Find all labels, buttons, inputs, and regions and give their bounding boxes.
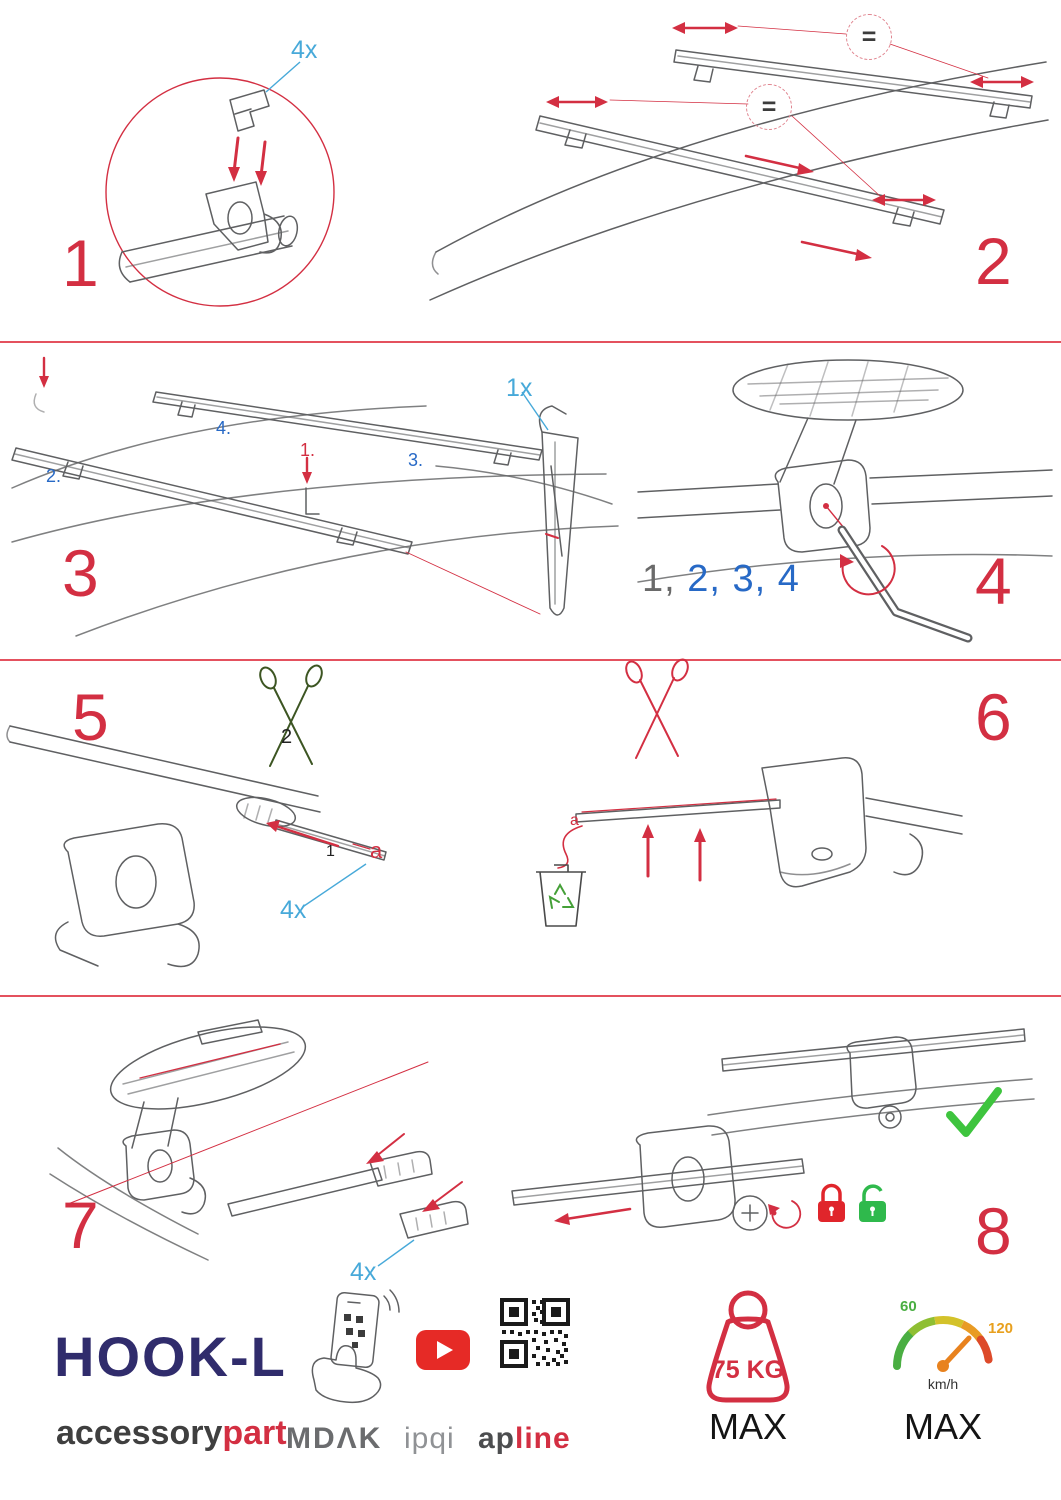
step5-part-label: a bbox=[370, 838, 383, 863]
step5-illustration bbox=[6, 664, 387, 968]
step4-sequence-first: 1, bbox=[642, 558, 676, 600]
step7-quantity-label: 4x bbox=[350, 1258, 377, 1286]
step2-illustration bbox=[429, 22, 1049, 301]
step4-illustration bbox=[637, 359, 1053, 643]
equal-sign: = bbox=[761, 92, 777, 121]
step3-order-label-4: 4. bbox=[216, 418, 232, 438]
check-icon bbox=[946, 1087, 1002, 1137]
section-divider bbox=[0, 341, 1061, 343]
logo-apline-prefix: ap bbox=[478, 1422, 516, 1455]
step3-order-label-1: 1. bbox=[300, 440, 316, 460]
youtube-icon bbox=[416, 1330, 470, 1370]
step3-quantity-label: 1x bbox=[506, 374, 533, 402]
step1-illustration bbox=[105, 61, 335, 307]
product-name: HOOK-L bbox=[54, 1325, 287, 1388]
speed-max-label: MAX bbox=[903, 1406, 982, 1447]
section-divider bbox=[0, 659, 1061, 661]
step6-part-label: a bbox=[570, 812, 579, 829]
step-2-number: 2 bbox=[975, 224, 1012, 298]
step4-sequence-rest: 2, 3, 4 bbox=[687, 558, 800, 600]
speed-max-value-label: 120 bbox=[988, 1320, 1014, 1337]
scissors-icon bbox=[625, 658, 689, 759]
step4-sequence-text: 1, 2, 3, 4 bbox=[642, 558, 800, 601]
step-6-number: 6 bbox=[975, 680, 1012, 754]
trash-recycle-icon bbox=[536, 864, 586, 927]
step6-illustration bbox=[536, 658, 963, 927]
phone-scan-icon bbox=[311, 1289, 400, 1404]
weight-limit-icon bbox=[706, 1290, 790, 1403]
step8-illustration bbox=[511, 1028, 1035, 1231]
step-4-number: 4 bbox=[975, 544, 1012, 618]
step-3-number: 3 bbox=[62, 536, 99, 610]
step5-cut-label: 2 bbox=[281, 726, 293, 748]
step3-illustration bbox=[11, 356, 619, 637]
weight-max-label: MAX bbox=[708, 1406, 787, 1447]
section-divider bbox=[0, 995, 1061, 997]
logo-ipqi: ipqi bbox=[404, 1422, 455, 1455]
speed-min-label: 60 bbox=[900, 1298, 917, 1315]
logo-mdak: MDΛK bbox=[286, 1422, 383, 1455]
lock-closed-icon bbox=[818, 1183, 845, 1222]
step5-quantity-label: 4x bbox=[280, 896, 307, 924]
weight-limit-value: 75 KG bbox=[711, 1356, 785, 1384]
step5-insert-label: 1 bbox=[326, 843, 335, 860]
brand-wordmark: accessorypart bbox=[56, 1414, 287, 1453]
equal-sign: = bbox=[861, 22, 877, 51]
logo-apline: apline bbox=[478, 1422, 571, 1456]
step-5-number: 5 bbox=[72, 680, 109, 754]
scissors-icon bbox=[259, 664, 323, 767]
step-1-number: 1 bbox=[62, 226, 99, 300]
qr-code-icon bbox=[498, 1296, 572, 1370]
lock-open-icon bbox=[859, 1184, 886, 1222]
step7-illustration bbox=[49, 1019, 469, 1267]
step1-quantity-label: 4x bbox=[291, 36, 318, 64]
youtube-play-glyph bbox=[437, 1341, 453, 1359]
step3-order-label-3: 3. bbox=[408, 450, 424, 470]
brand-suffix: part bbox=[222, 1414, 287, 1452]
speed-unit-label: km/h bbox=[927, 1376, 959, 1392]
step-7-number: 7 bbox=[62, 1188, 99, 1262]
equal-spacing-badge: = bbox=[846, 14, 892, 60]
step3-order-label-2: 2. bbox=[46, 466, 62, 486]
logo-apline-accent: line bbox=[515, 1422, 571, 1455]
speedometer-icon bbox=[893, 1316, 993, 1372]
step-8-number: 8 bbox=[975, 1194, 1012, 1268]
brand-name: accessory bbox=[56, 1414, 223, 1452]
equal-spacing-badge: = bbox=[746, 84, 792, 130]
